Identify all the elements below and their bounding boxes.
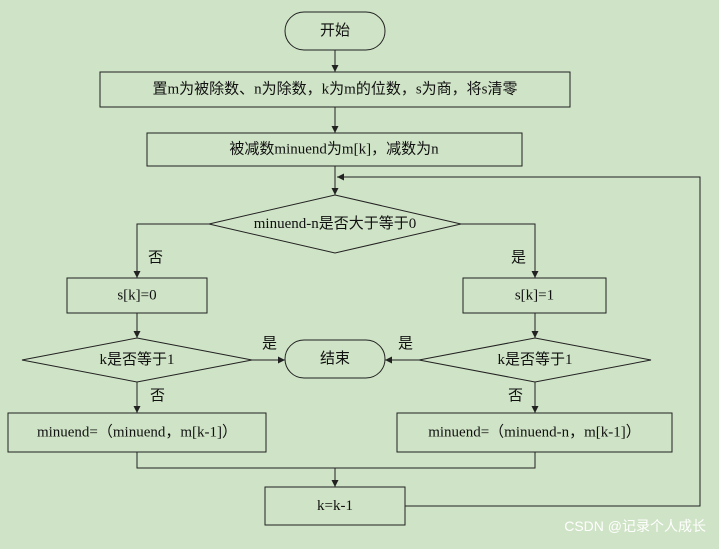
right-set-label: s[k]=1 <box>515 288 554 304</box>
decrement-label: k=k-1 <box>317 498 353 514</box>
left-update-label: minuend=（minuend，m[k-1]） <box>37 424 237 441</box>
setup-process-label: 被减数minuend为m[k]，减数为n <box>229 141 439 158</box>
loop-back-arrow <box>337 173 701 507</box>
start-label: 开始 <box>320 22 350 39</box>
label-yes-right: 是 <box>398 336 413 352</box>
main-decision-label: minuend-n是否大于等于0 <box>254 214 417 232</box>
label-no-right: 否 <box>508 388 523 404</box>
right-update-label: minuend=（minuend-n，m[k-1]） <box>428 424 641 441</box>
left-set-box <box>66 277 208 314</box>
label-no-left: 否 <box>150 388 165 404</box>
right-decision-label: k是否等于1 <box>497 350 572 368</box>
init-process-box <box>99 71 571 108</box>
label-yes-main: 是 <box>511 250 526 266</box>
right-update-box <box>396 412 673 453</box>
main-decision-diamond <box>208 194 462 254</box>
left-set-label: s[k]=0 <box>117 288 156 304</box>
decrement-box <box>264 486 406 526</box>
label-yes-left: 是 <box>262 336 277 352</box>
arrow-decision-yes-branch <box>461 223 539 278</box>
label-no-main: 否 <box>148 250 163 266</box>
init-process-label: 置m为被除数、n为除数，k为m的位数，s为商，将s清零 <box>152 81 517 98</box>
merge-line <box>136 452 536 469</box>
left-update-box <box>7 412 267 453</box>
csdn-watermark: CSDN @记录个人成长 <box>564 518 706 534</box>
left-decision-label: k是否等于1 <box>99 350 174 368</box>
arrow-decision-no-branch <box>133 223 209 278</box>
end-label: 结束 <box>320 350 350 367</box>
